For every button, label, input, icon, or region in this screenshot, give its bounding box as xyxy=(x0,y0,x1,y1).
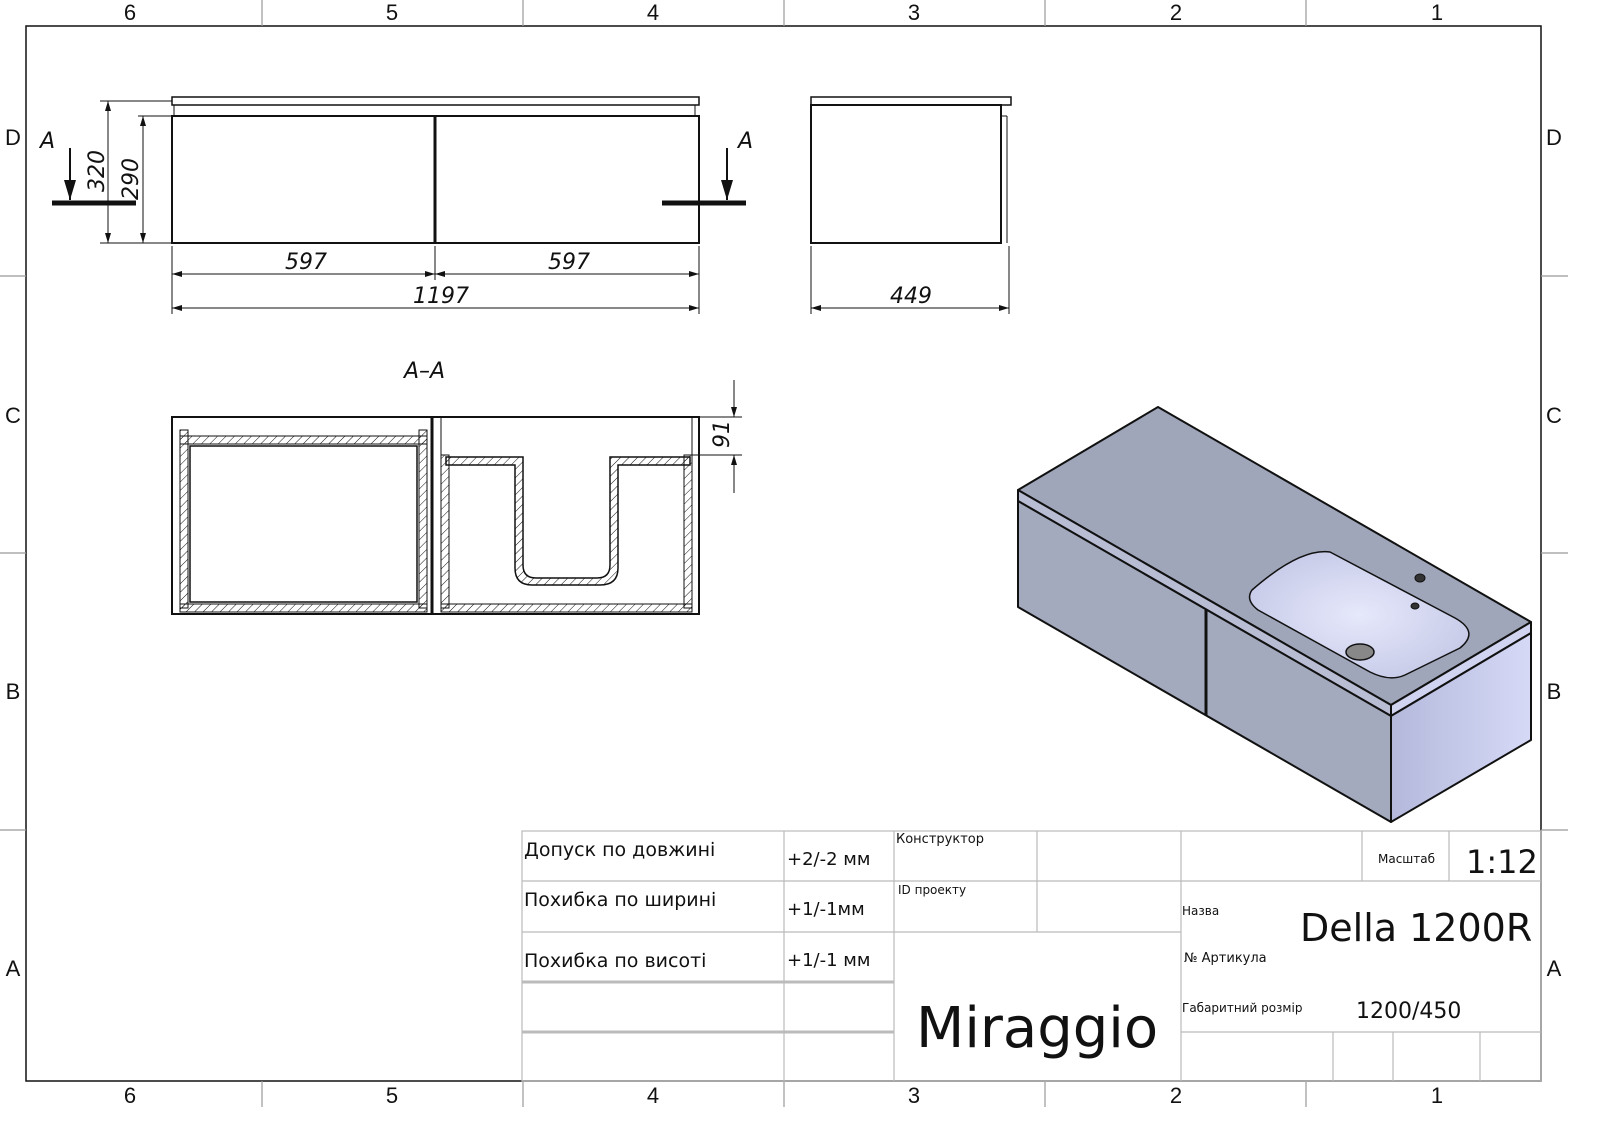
tolerance-width-label: Похибка по ширині xyxy=(524,889,716,911)
size-label: Габаритний розмір xyxy=(1182,1001,1302,1015)
zone-row-a-right: A xyxy=(1547,956,1562,981)
zone-row-c-right: C xyxy=(1546,403,1562,428)
zone-col-3-bottom: 3 xyxy=(908,1083,920,1108)
front-view: A A 320 290 597 597 1197 xyxy=(38,96,753,314)
section-marker-left: A xyxy=(38,129,55,154)
size-value: 1200/450 xyxy=(1356,999,1461,1024)
tolerance-height-value: +1/-1 мм xyxy=(787,950,870,971)
dim-left-width: 597 xyxy=(285,250,327,275)
dim-depth: 449 xyxy=(890,284,932,309)
isometric-view xyxy=(1017,406,1532,823)
zone-col-5: 5 xyxy=(386,0,398,25)
scale-value: 1:12 xyxy=(1466,843,1538,881)
dim-total-width: 1197 xyxy=(413,284,469,309)
designer-label: Конструктор xyxy=(896,832,984,847)
tolerance-width-value: +1/-1мм xyxy=(787,899,865,920)
zone-col-1: 1 xyxy=(1431,0,1443,25)
zone-col-4-bottom: 4 xyxy=(647,1083,659,1108)
brand-logo-text: Miraggio xyxy=(916,996,1158,1061)
tolerance-length-value: +2/-2 мм xyxy=(787,849,870,870)
dim-height-320: 320 xyxy=(85,150,110,192)
zone-row-b: B xyxy=(6,679,21,704)
side-view: 449 xyxy=(810,96,1012,314)
zone-row-d: D xyxy=(5,125,21,150)
zone-row-a: A xyxy=(6,956,21,981)
dim-right-width: 597 xyxy=(548,250,590,275)
zone-col-5-bottom: 5 xyxy=(386,1083,398,1108)
zone-row-d-right: D xyxy=(1546,125,1562,150)
product-name: Della 1200R xyxy=(1300,906,1532,950)
zone-labels: 6 5 4 3 2 1 6 5 4 3 2 1 D C B A D C B A xyxy=(5,0,1562,1108)
dim-height-290: 290 xyxy=(119,158,144,200)
zone-col-3: 3 xyxy=(908,0,920,25)
zone-col-6: 6 xyxy=(124,0,136,25)
zone-col-6-bottom: 6 xyxy=(124,1083,136,1108)
zone-col-1-bottom: 1 xyxy=(1431,1083,1443,1108)
dim-sink-depth: 91 xyxy=(710,420,735,448)
section-marker-right: A xyxy=(736,129,753,154)
zone-col-4: 4 xyxy=(647,0,659,25)
zone-row-c: C xyxy=(5,403,21,428)
zone-col-2: 2 xyxy=(1170,0,1182,25)
project-id-label: ID проекту xyxy=(898,883,966,897)
article-label: № Артикула xyxy=(1184,951,1267,966)
tolerance-length-label: Допуск по довжині xyxy=(524,839,715,861)
section-view: A–A 91 xyxy=(171,359,742,615)
name-label: Назва xyxy=(1182,904,1219,918)
zone-col-2-bottom: 2 xyxy=(1170,1083,1182,1108)
scale-label: Масштаб xyxy=(1378,852,1435,866)
zone-row-b-right: B xyxy=(1547,679,1562,704)
section-title: A–A xyxy=(402,359,445,384)
tolerance-height-label: Похибка по висоті xyxy=(524,950,706,972)
title-block: Допуск по довжині +2/-2 мм Похибка по ши… xyxy=(521,830,1542,1082)
